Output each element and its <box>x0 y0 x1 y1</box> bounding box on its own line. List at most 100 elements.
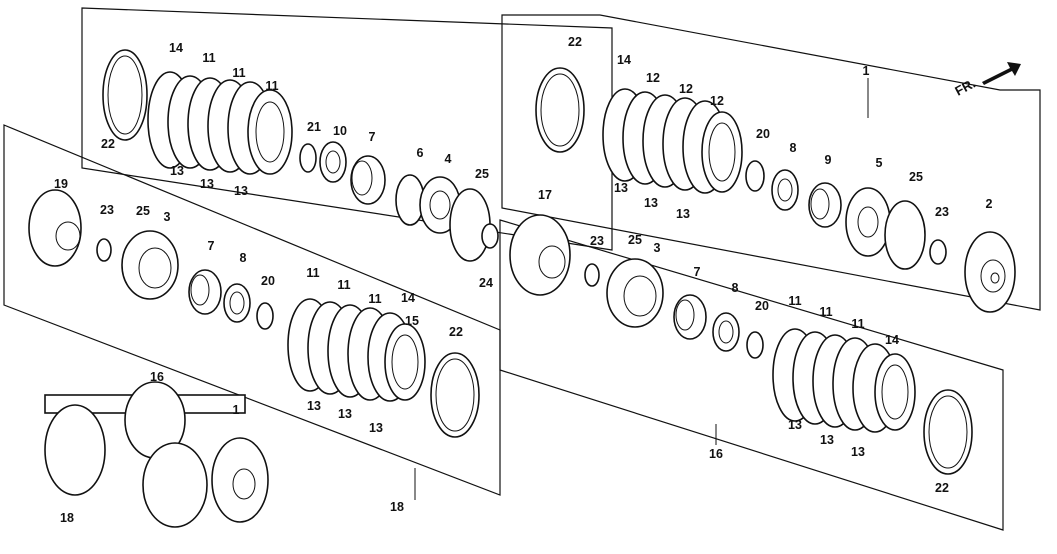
callout-number: 6 <box>417 146 424 160</box>
snap-ring-small-part <box>745 160 765 192</box>
assembled-mainshaft <box>44 381 269 528</box>
panel-upper-left <box>81 7 613 251</box>
callout-number: 13 <box>338 407 352 421</box>
callout-number: 11 <box>819 305 832 319</box>
callout-number: 13 <box>307 399 321 413</box>
callout-number: 11 <box>788 294 801 308</box>
spring-retainer-part <box>712 312 740 352</box>
callout-number: 25 <box>628 233 642 247</box>
callout-number: 17 <box>538 188 552 202</box>
callout-number: 3 <box>654 241 661 255</box>
panel-lower-left <box>3 124 501 496</box>
callout-number: 3 <box>164 210 171 224</box>
return-spring-part <box>673 294 707 340</box>
clutch-drum-part <box>211 437 269 523</box>
spring-retainer-part <box>223 283 251 323</box>
callout-number: 14 <box>169 41 183 55</box>
callout-number: 4 <box>445 152 452 166</box>
callout-number: 22 <box>101 137 115 151</box>
callout-number: 13 <box>200 177 214 191</box>
callout-number: 1 <box>863 64 870 78</box>
clutch-disc-part <box>384 323 426 401</box>
snap-ring-part <box>923 389 973 475</box>
callout-number: 12 <box>679 82 693 96</box>
callout-number: 13 <box>820 433 834 447</box>
o-ring-small-part <box>481 223 499 249</box>
callout-number: 16 <box>709 447 723 461</box>
callout-number: 23 <box>935 205 949 219</box>
snap-ring-part <box>102 49 148 141</box>
lower-left-parts <box>28 189 480 438</box>
panel-lower-right <box>499 219 1004 531</box>
callout-number: 22 <box>935 481 949 495</box>
callout-number: 11 <box>202 51 215 65</box>
callout-number: 11 <box>851 317 864 331</box>
fr-label: FR. <box>952 76 978 99</box>
callout-number: 15 <box>405 314 419 328</box>
snap-ring-part <box>535 67 585 153</box>
o-ring-large-part <box>449 188 491 262</box>
callout-number: 11 <box>232 66 245 80</box>
callout-number: 13 <box>788 418 802 432</box>
panel-upper-right <box>501 14 1041 311</box>
callout-number: 1 <box>233 403 240 417</box>
clutch-drum-part <box>964 231 1016 313</box>
front-direction-mark: FR. <box>952 62 1021 99</box>
upper-right-parts <box>535 67 1016 313</box>
clutch-assembly-part <box>142 442 208 528</box>
callout-number: 14 <box>885 333 899 347</box>
callout-number: 19 <box>54 177 68 191</box>
arrow-icon <box>982 62 1021 85</box>
callout-number: 18 <box>60 511 74 525</box>
return-spring-part <box>188 269 222 315</box>
piston-part <box>121 230 179 300</box>
o-ring-small-part <box>929 239 947 265</box>
callout-number: 13 <box>369 421 383 435</box>
leader-lines <box>414 78 869 500</box>
callout-number: 10 <box>333 124 347 138</box>
callout-number: 13 <box>234 184 248 198</box>
snap-ring-small-part <box>299 143 317 173</box>
callout-number: 12 <box>710 94 724 108</box>
clutch-disc-part <box>247 89 293 175</box>
upper-left-parts <box>102 49 499 262</box>
snap-ring-part <box>430 352 480 438</box>
lower-right-parts <box>509 214 973 475</box>
callout-number: 13 <box>644 196 658 210</box>
callout-number: 7 <box>369 130 376 144</box>
clutch-disc-part <box>874 353 916 431</box>
callout-number: 14 <box>401 291 415 305</box>
callout-number: 23 <box>100 203 114 217</box>
callout-number: 2 <box>986 197 993 211</box>
callout-number: 7 <box>694 265 701 279</box>
callout-number: 8 <box>240 251 247 265</box>
snap-ring-small-part <box>746 331 764 359</box>
o-ring-small-part <box>96 238 112 262</box>
callout-number: 24 <box>479 276 493 290</box>
callout-number: 11 <box>337 278 350 292</box>
piston-part <box>606 258 664 328</box>
piston-part <box>845 187 891 257</box>
clutch-drum-part <box>28 189 82 267</box>
clutch-disc-part <box>701 111 743 193</box>
callout-number: 18 <box>390 500 404 514</box>
callout-number: 20 <box>755 299 769 313</box>
callout-number: 21 <box>307 120 321 134</box>
callout-number: 13 <box>614 181 628 195</box>
callout-number: 25 <box>136 204 150 218</box>
callout-number: 11 <box>306 266 319 280</box>
spring-retainer-part <box>771 169 799 211</box>
callout-number: 13 <box>851 445 865 459</box>
callout-number: 9 <box>825 153 832 167</box>
callout-number: 8 <box>732 281 739 295</box>
clutch-assembly-part <box>44 404 106 496</box>
callout-number: 5 <box>876 156 883 170</box>
callout-number: 22 <box>568 35 582 49</box>
callout-number: 11 <box>265 79 278 93</box>
callout-number: 11 <box>368 292 381 306</box>
callout-number: 25 <box>475 167 489 181</box>
callout-number: 25 <box>909 170 923 184</box>
